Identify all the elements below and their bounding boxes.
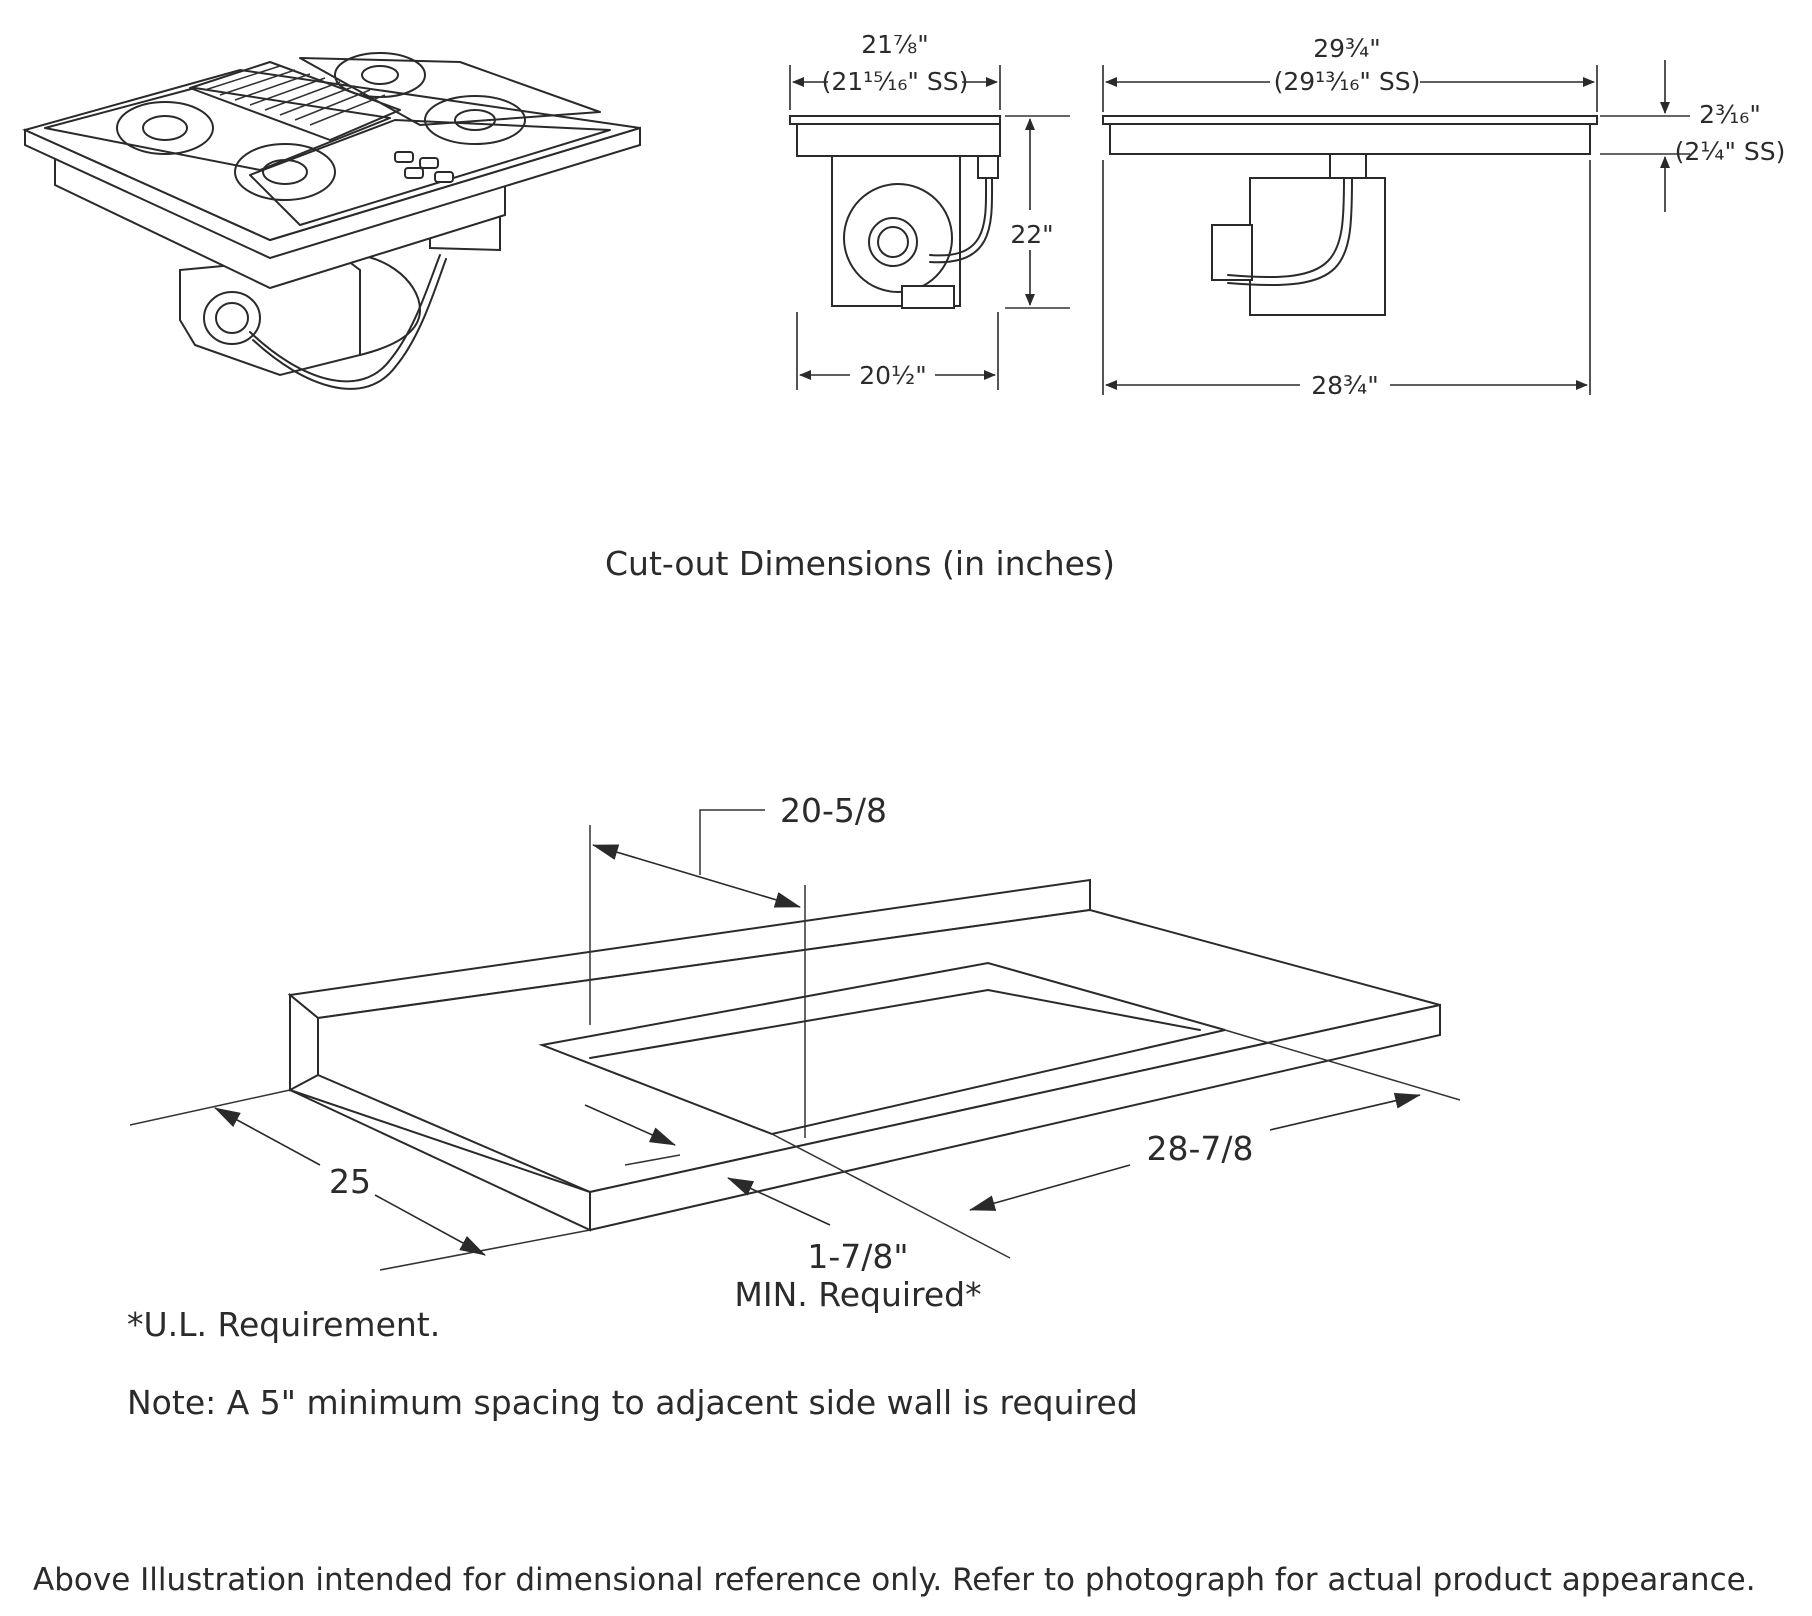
- side-height-label: 22": [1010, 220, 1053, 249]
- width-dimension-label: 28-7/8: [1146, 1129, 1253, 1168]
- min-front-label: 1-7/8": [807, 1237, 908, 1276]
- side-width-ss-label: (21¹⁵⁄₁₆" SS): [822, 67, 969, 96]
- ul-requirement-note: *U.L. Requirement.: [127, 1305, 440, 1344]
- side-width-label: 21⅞": [861, 30, 929, 59]
- front-view-drawing: [1102, 60, 1690, 395]
- disclaimer-note: Above Illustration intended for dimensio…: [33, 1562, 1756, 1598]
- side-view-drawing: [789, 65, 1070, 390]
- front-width-ss-label: (29¹³⁄₁₆" SS): [1274, 67, 1421, 96]
- cooktop-illustration: [22, 52, 641, 390]
- front-bottom-width-label: 28¾": [1311, 371, 1379, 400]
- cutout-title: Cut-out Dimensions (in inches): [605, 544, 1115, 583]
- min-required-label: MIN. Required*: [734, 1275, 981, 1314]
- front-height-label: 2³⁄₁₆": [1699, 100, 1761, 129]
- side-bottom-width-label: 20½": [859, 361, 927, 390]
- front-height-ss-label: (2¼" SS): [1675, 137, 1786, 166]
- front-width-label: 29¾": [1313, 34, 1381, 63]
- depth-dimension-label: 20-5/8: [780, 791, 887, 830]
- cutout-drawing: [129, 809, 1461, 1271]
- counter-depth-label: 25: [329, 1162, 371, 1201]
- side-wall-spacing-note: Note: A 5" minimum spacing to adjacent s…: [127, 1383, 1138, 1422]
